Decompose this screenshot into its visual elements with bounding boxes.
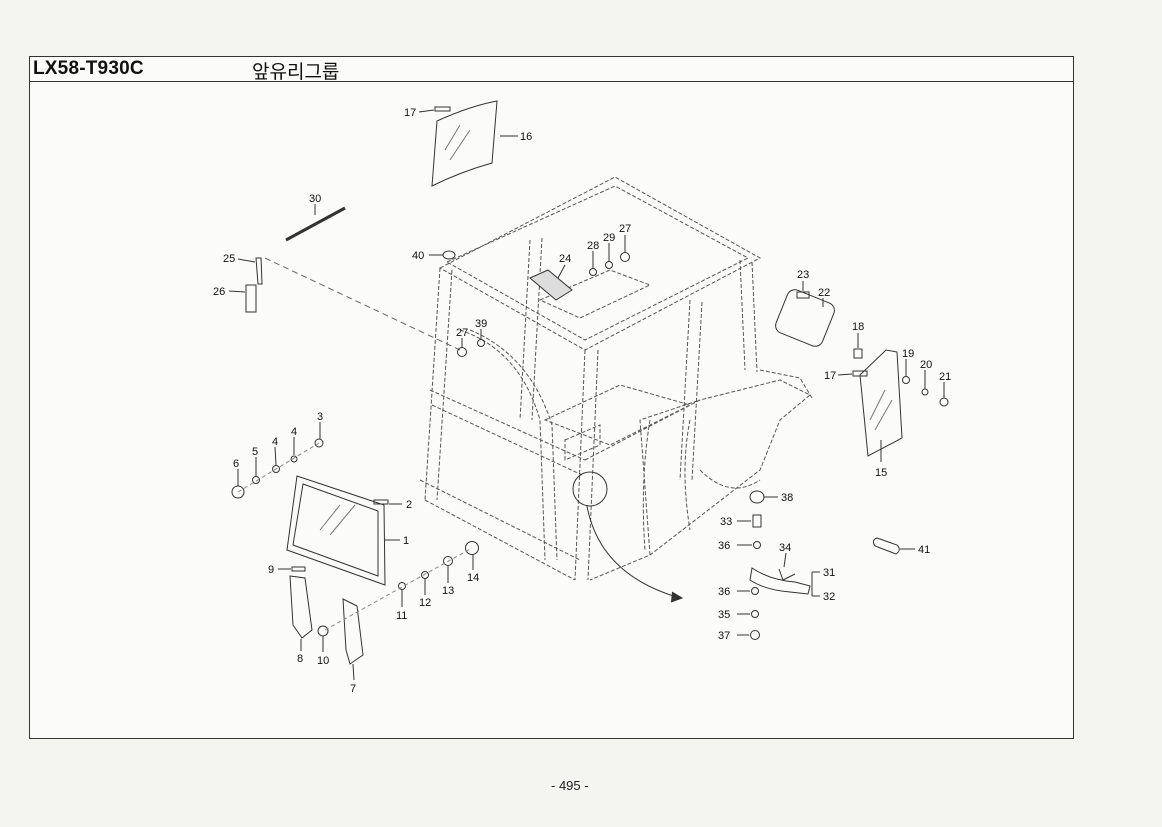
part-4-washer-a (290, 455, 298, 463)
callout-13: 13 (442, 585, 454, 597)
callout-38: 38 (781, 492, 793, 504)
part-36-washer-bottom (751, 587, 759, 595)
part-39-washer (477, 339, 485, 347)
callout-34: 34 (779, 542, 791, 554)
part-25-hinge-pin (255, 257, 263, 285)
callout-9: 9 (268, 564, 274, 576)
part-18-clip (853, 348, 863, 359)
callout-28: 28 (587, 240, 599, 252)
callout-14: 14 (467, 572, 479, 584)
callout-5: 5 (252, 446, 258, 458)
callout-25: 25 (223, 253, 235, 265)
cab-frame (419, 176, 813, 581)
callout-6: 6 (233, 458, 239, 470)
part-1-front-glass (286, 475, 386, 586)
part-12-washer (421, 571, 429, 579)
callout-2: 2 (406, 499, 412, 511)
part-37-nut (750, 630, 760, 640)
group-title: 앞유리그룹 (252, 61, 340, 83)
part-15-side-glass (859, 349, 903, 457)
callout-27-lower: 27 (456, 327, 468, 339)
callout-17-side: 17 (824, 370, 836, 382)
detail-arrow (586, 505, 681, 599)
part-35-washer (751, 610, 759, 618)
part-11-washer (398, 582, 406, 590)
callout-36-top: 36 (718, 540, 730, 552)
callout-22: 22 (818, 287, 830, 299)
model-code: LX58-T930C (33, 58, 144, 79)
callout-27-top: 27 (619, 223, 631, 235)
page-number: - 495 - (551, 778, 589, 793)
part-10-knob (317, 625, 329, 637)
part-17-clip-top (434, 106, 451, 112)
callout-29: 29 (603, 232, 615, 244)
callout-20: 20 (920, 359, 932, 371)
callout-18: 18 (852, 321, 864, 333)
callout-8: 8 (297, 653, 303, 665)
part-26-hinge (245, 284, 257, 313)
callout-31: 31 (823, 567, 835, 579)
callout-39: 39 (475, 318, 487, 330)
part-22-mirror (775, 289, 835, 347)
part-21-nut (939, 397, 949, 407)
part-8-lower-panel-left (289, 575, 313, 639)
callout-12: 12 (419, 597, 431, 609)
callout-17-top: 17 (404, 107, 416, 119)
callout-21: 21 (939, 371, 951, 383)
leader-lines (228, 109, 945, 681)
hinge-leader-dashed (264, 257, 461, 351)
callout-labels: 17 16 30 25 26 40 24 28 29 27 27 39 23 2… (213, 107, 951, 695)
part-27-nut-lower (457, 347, 467, 357)
header-bar: LX58-T930C 앞유리그룹 (30, 57, 1073, 83)
part-14-knob (465, 541, 479, 555)
callout-41: 41 (918, 544, 930, 556)
part-31-32-pipe (749, 567, 811, 595)
callout-36-bottom: 36 (718, 586, 730, 598)
callout-24: 24 (559, 253, 571, 265)
callout-4-a: 4 (291, 426, 297, 438)
part-9-clip (291, 566, 306, 572)
part-36-washer-top (753, 541, 761, 549)
part-7-lower-panel-right (342, 598, 364, 665)
part-20-washer (921, 388, 929, 396)
part-41-grip (872, 537, 900, 555)
part-3-bolt (314, 438, 324, 448)
part-5-washer (252, 476, 260, 484)
callout-15: 15 (875, 467, 887, 479)
part-2-clip (373, 499, 389, 505)
callout-40: 40 (412, 250, 424, 262)
callout-7: 7 (350, 683, 356, 695)
callout-37: 37 (718, 630, 730, 642)
callout-11: 11 (396, 610, 407, 622)
part-29-washer (605, 261, 613, 269)
part-40-knob (442, 250, 456, 260)
detail-circle (572, 471, 608, 507)
callout-3: 3 (317, 411, 323, 423)
callout-35: 35 (718, 609, 730, 621)
callout-19: 19 (902, 348, 914, 360)
callout-26: 26 (213, 286, 225, 298)
callout-33: 33 (720, 516, 732, 528)
callout-32: 32 (823, 591, 835, 603)
callout-16: 16 (520, 131, 532, 143)
part-24-handle (529, 269, 573, 301)
part-33-bolt (752, 514, 762, 528)
part-19-washer (902, 376, 910, 384)
callout-23: 23 (797, 269, 809, 281)
part-13-washer (443, 556, 453, 566)
part-28-washer (589, 268, 597, 276)
part-16-roof-glass (431, 100, 498, 187)
callout-30: 30 (309, 193, 321, 205)
part-27-nut-top (620, 252, 630, 262)
part-34-clamp (778, 568, 796, 581)
callout-4-b: 4 (272, 436, 278, 448)
part-38-cap (749, 490, 765, 504)
part-30-rod (285, 206, 346, 242)
part-4-washer-b (272, 465, 280, 473)
callout-10: 10 (317, 655, 329, 667)
callout-1: 1 (403, 535, 409, 547)
